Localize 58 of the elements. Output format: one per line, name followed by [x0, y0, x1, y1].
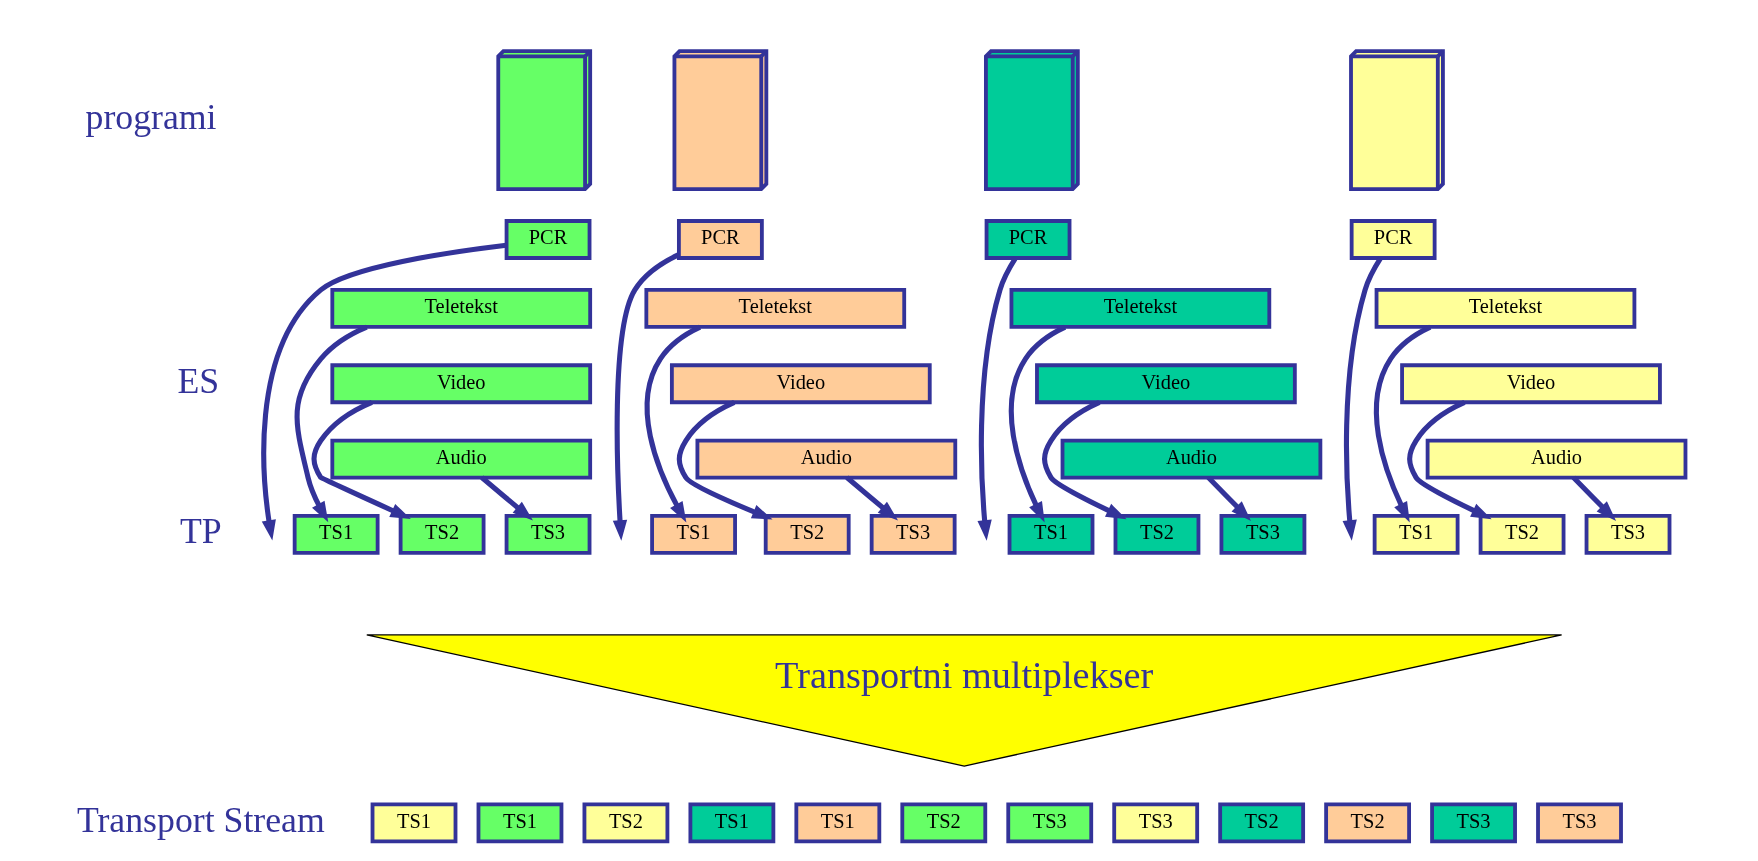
arrow [1373, 324, 1432, 523]
node-box: Audio [695, 438, 958, 480]
node-box: Teletekst [644, 288, 907, 329]
node-box: TS2 [1324, 802, 1411, 844]
node-box: PCR [1349, 219, 1437, 260]
node-box: Video [1035, 363, 1297, 405]
node-box: TS2 [582, 802, 670, 844]
arrow [1042, 400, 1127, 520]
node-box: Video [1400, 363, 1662, 405]
node-box: TS2 [1113, 513, 1201, 555]
node-box: Teletekst [1374, 288, 1637, 329]
arrow [1008, 324, 1067, 523]
arrow [1407, 400, 1492, 520]
node-box: TS1 [794, 802, 882, 844]
arrow [261, 242, 507, 541]
node-box: TS3 [1219, 513, 1307, 555]
node-box: TS1 [476, 802, 564, 844]
node-box: TS2 [398, 513, 486, 555]
arrow [294, 324, 368, 523]
node-box: TS2 [1218, 802, 1306, 844]
node-box: TS1 [688, 802, 776, 844]
arrow [676, 400, 773, 520]
node-box: TS3 [1536, 802, 1623, 844]
node-box: TS1 [1372, 513, 1460, 555]
node-box: PCR [504, 219, 592, 260]
node-box: Teletekst [1009, 288, 1272, 329]
node-box: PCR [984, 219, 1072, 260]
arrow [311, 399, 411, 519]
node-box: Audio [1060, 438, 1323, 480]
node-box: TS2 [1478, 513, 1566, 555]
node-box: TS2 [900, 802, 988, 844]
label: TP [179, 511, 222, 552]
arrow [644, 324, 702, 523]
node-box: TS2 [763, 513, 851, 555]
arrow [1571, 475, 1617, 521]
node-box: TS3 [1430, 802, 1517, 844]
node-box: TS1 [1007, 513, 1095, 555]
arrow [480, 475, 533, 521]
node-box: TS3 [504, 513, 592, 555]
node-box: Teletekst [330, 288, 593, 329]
node-box: Audio [330, 438, 593, 480]
node-box: PCR [677, 219, 764, 260]
label: ES [177, 360, 220, 401]
node-box: TS1 [650, 513, 737, 555]
node-box: TS3 [1006, 802, 1094, 844]
arrow [845, 475, 899, 521]
arrow [1206, 475, 1252, 521]
node-box: Audio [1425, 438, 1688, 480]
node-box: TS3 [1112, 802, 1200, 844]
label: programi [85, 96, 217, 137]
label: Transport Stream [76, 799, 325, 840]
node-box: TS3 [869, 513, 957, 555]
node-box: TS1 [292, 513, 380, 555]
node-box: TS1 [370, 802, 458, 844]
arrow [612, 252, 680, 541]
node-box: Video [330, 363, 593, 405]
node-box: TS3 [1584, 513, 1672, 555]
node-box: Video [669, 363, 932, 405]
